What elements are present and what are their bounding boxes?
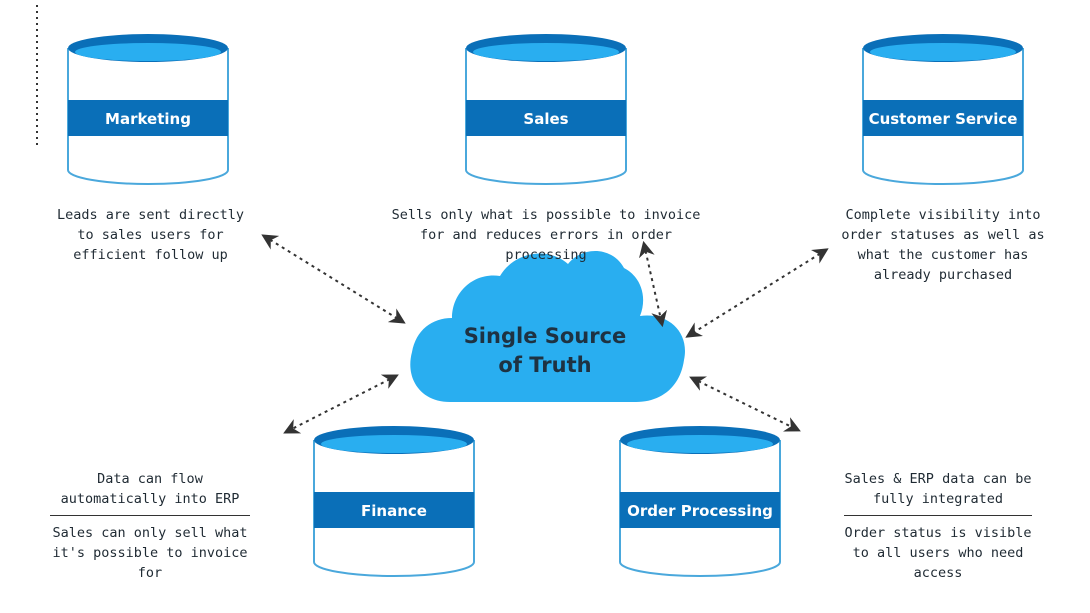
finance-note-top: Data can flow automatically into ERP (60, 471, 240, 507)
database-label-order-processing: Order Processing (627, 502, 773, 520)
order-note-top: Sales & ERP data can be fully integrated (844, 471, 1032, 507)
customer-service-description: Complete visibility into order statuses … (841, 207, 1045, 283)
connector-arrow-finance (283, 374, 399, 434)
marketing-description: Leads are sent directly to sales users f… (57, 207, 244, 263)
database-marketing: Marketing (67, 34, 229, 185)
finance-note-bottom: Sales can only sell what it's possible t… (52, 525, 248, 581)
connector-arrow-order-processing (689, 376, 801, 432)
order-note-bottom: Order status is visible to all users who… (844, 525, 1032, 581)
connector-arrow-customer-service (685, 248, 829, 338)
finance-note-divider (50, 515, 250, 516)
database-finance: Finance (313, 426, 475, 577)
sales-description: Sells only what is possible to invoice f… (391, 207, 701, 263)
finance-notes: Data can flow automatically into ERP Sal… (42, 469, 258, 583)
database-label-marketing: Marketing (105, 110, 191, 128)
database-customer-service: Customer Service (862, 34, 1024, 185)
database-label-finance: Finance (361, 502, 427, 520)
cloud-title-line2: of Truth (498, 353, 591, 377)
database-label-customer-service: Customer Service (869, 110, 1018, 128)
database-label-sales: Sales (523, 110, 568, 128)
cloud-title-line1: Single Source (464, 324, 627, 348)
database-order-processing: Order Processing (619, 426, 781, 577)
order-note-divider (844, 515, 1032, 516)
order-processing-notes: Sales & ERP data can be fully integrated… (836, 469, 1040, 583)
database-sales: Sales (465, 34, 627, 185)
cloud-single-source-of-truth: Single Source of Truth (410, 250, 685, 402)
